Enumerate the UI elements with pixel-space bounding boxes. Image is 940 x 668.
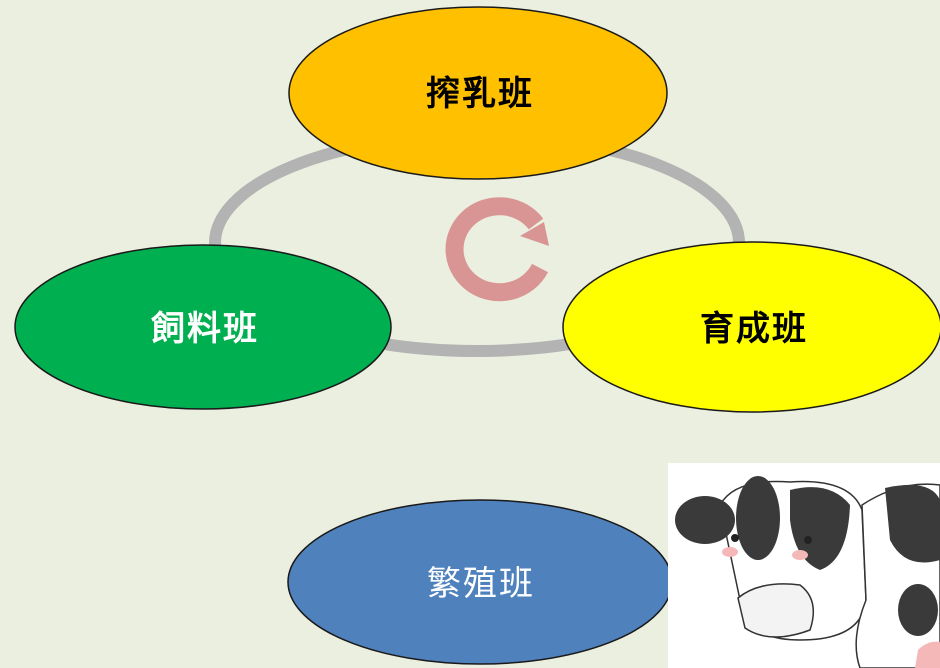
milking-team-label: 搾乳班 (426, 74, 534, 114)
milking-team-node: 搾乳班 (288, 6, 668, 180)
rearing-team-label: 育成班 (700, 309, 808, 349)
rearing-team-node: 育成班 (562, 241, 940, 413)
breeding-team-label: 繁殖班 (427, 564, 535, 604)
feed-team-node: 飼料班 (14, 244, 392, 410)
feed-team-label: 飼料班 (151, 309, 259, 349)
cycle-arrow-icon (445, 197, 549, 302)
breeding-team-node: 繁殖班 (287, 499, 673, 665)
cow-icon (668, 463, 940, 668)
